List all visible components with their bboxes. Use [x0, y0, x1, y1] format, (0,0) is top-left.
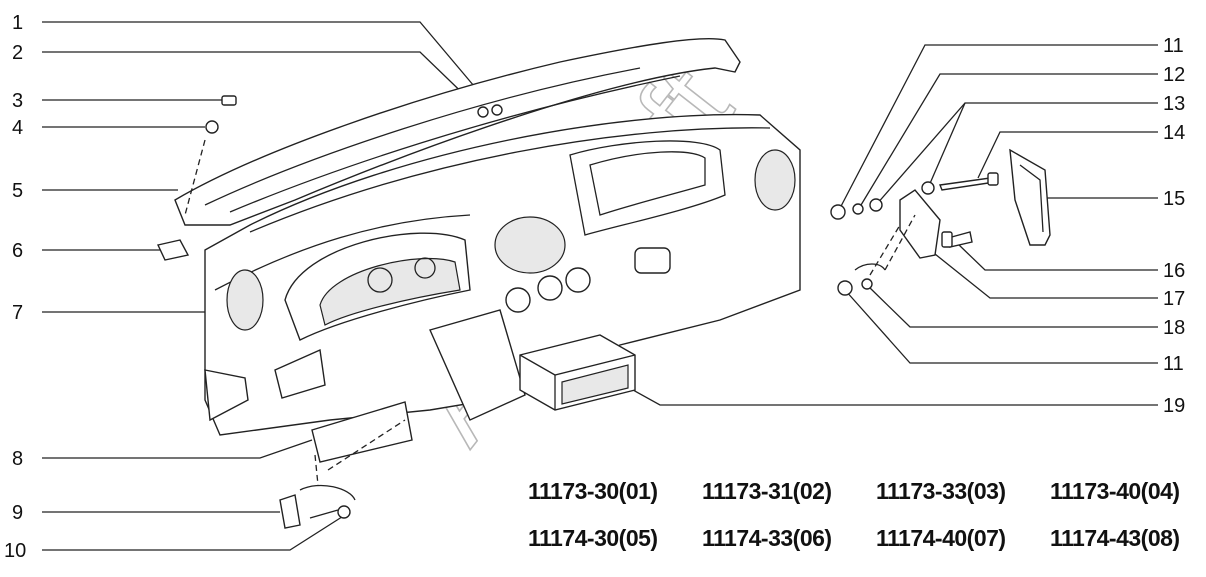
dashboard-top-trim [174, 38, 741, 226]
model-code: 11174-33(06) [702, 525, 832, 551]
lower-bracket-parts [279, 401, 413, 529]
callout-9: 9 [12, 502, 23, 524]
callout-18: 18 [1163, 317, 1185, 339]
callout-numbers-left: 1 2 3 4 5 6 7 8 9 10 [4, 12, 26, 562]
callout-5: 5 [12, 180, 23, 202]
callout-1: 1 [12, 12, 23, 34]
callout-11: 11 [1163, 35, 1184, 57]
callout-13: 13 [1163, 93, 1185, 115]
callout-4: 4 [12, 117, 23, 139]
dashboard-body [204, 113, 801, 436]
callout-10: 10 [4, 540, 26, 562]
callout-lines-left [42, 21, 491, 551]
model-code: 11173-33(03) [876, 478, 1006, 504]
model-code: 11173-30(01) [528, 478, 658, 504]
callout-7: 7 [12, 302, 23, 324]
callout-numbers-right: 11 12 13 14 15 16 17 18 11 19 [1163, 35, 1185, 417]
callout-6: 6 [12, 240, 23, 262]
callout-14: 14 [1163, 122, 1185, 144]
callout-2: 2 [12, 42, 23, 64]
callout-16: 16 [1163, 260, 1185, 282]
model-code: 11173-40(04) [1050, 478, 1180, 504]
model-code: 11174-30(05) [528, 525, 658, 551]
callout-15: 15 [1163, 188, 1185, 210]
model-code: 11174-40(07) [876, 525, 1006, 551]
callout-11-lower: 11 [1163, 353, 1184, 375]
callout-lines-right [614, 44, 1158, 406]
callout-17: 17 [1163, 288, 1185, 310]
callout-8: 8 [12, 448, 23, 470]
storage-box [519, 334, 636, 411]
callout-3: 3 [12, 90, 23, 112]
callout-19: 19 [1163, 395, 1185, 417]
model-code: 11173-31(02) [702, 478, 832, 504]
small-parts-left [156, 95, 503, 261]
callout-12: 12 [1163, 64, 1185, 86]
small-parts-right [830, 148, 1051, 296]
model-code: 11174-43(08) [1050, 525, 1180, 551]
